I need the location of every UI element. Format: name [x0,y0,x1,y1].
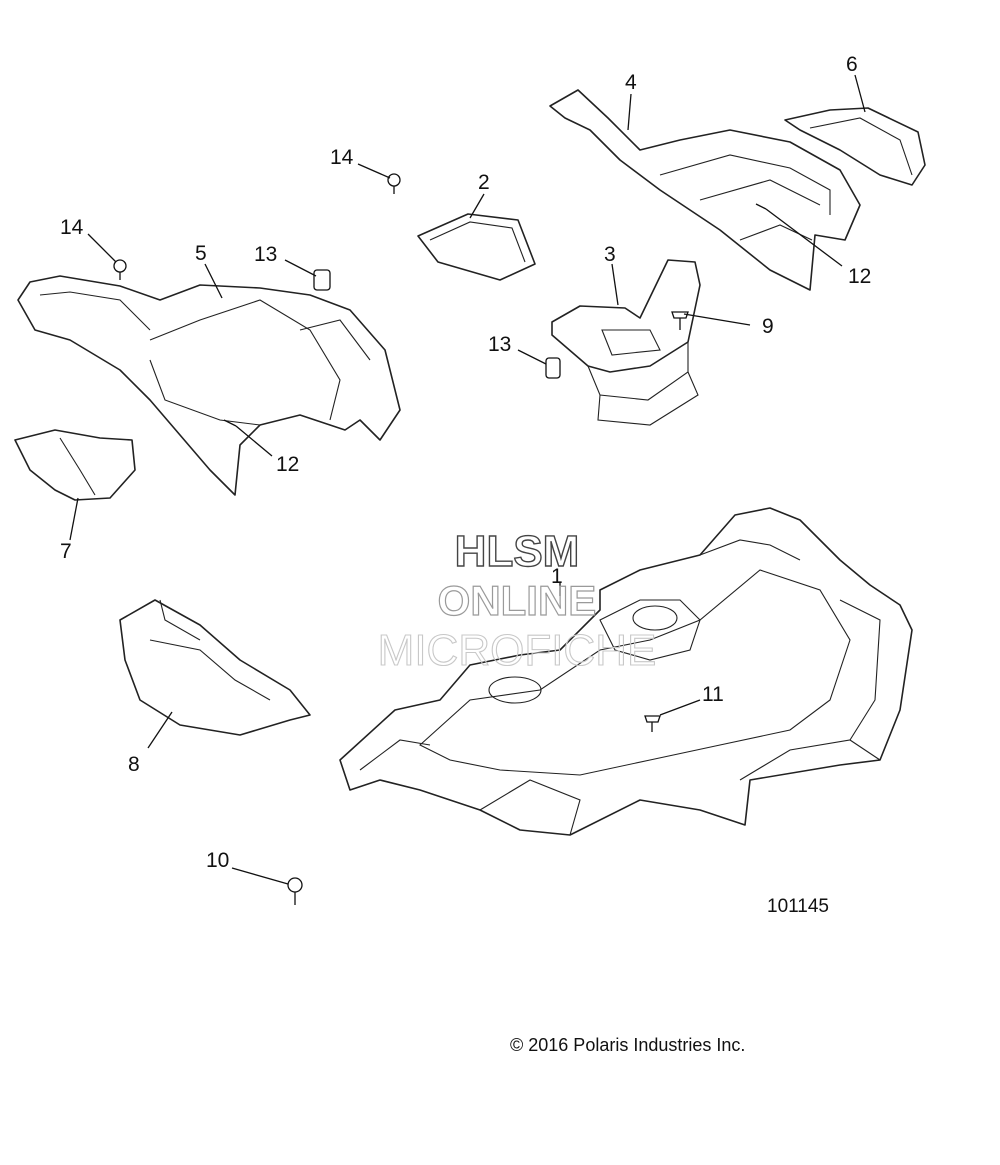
callout-14-left: 14 [60,216,84,239]
watermark-line-2: ONLINE [438,577,597,624]
fastener-12-front[interactable] [223,419,237,427]
watermark-line-3: MICROFICHE [378,626,657,675]
part-8-lower-panel[interactable] [119,599,311,736]
callout-13-left: 13 [254,243,277,266]
part-6-side-panel[interactable] [784,107,926,186]
callout-12-rear: 12 [848,265,871,288]
callout-4: 4 [625,71,637,94]
part-5-front-cover[interactable] [17,275,401,496]
part-2-panel[interactable] [417,213,536,281]
part-7-side-panel[interactable] [14,429,136,501]
callout-10: 10 [206,849,229,872]
clip-13-left[interactable] [313,269,331,291]
callout-6: 6 [846,53,858,76]
callout-labels: 1 2 3 4 5 6 7 8 9 10 11 12 12 13 13 14 1… [60,53,871,872]
fastener-12-rear[interactable] [755,203,767,210]
watermark: HLSM ONLINE MICROFICHE [377,526,657,675]
callout-7: 7 [60,540,72,563]
callout-8: 8 [128,753,140,776]
push-rivet-14-center[interactable] [387,173,401,194]
callout-3: 3 [604,243,616,266]
part-4-rear-cover[interactable] [549,89,861,291]
callout-12-front: 12 [276,453,299,476]
callout-14-center: 14 [330,146,354,169]
callout-2: 2 [478,171,490,194]
part-1-fender-body[interactable] [339,507,913,836]
part-3-console[interactable] [551,259,701,426]
copyright-notice: © 2016 Polaris Industries Inc. [510,1035,746,1055]
callout-13-center: 13 [488,333,511,356]
callout-11: 11 [702,683,724,706]
watermark-line-1: HLSM [455,527,580,576]
diagram-id: 101145 [767,896,829,917]
fastener-9[interactable] [671,311,689,330]
fastener-10[interactable] [287,877,303,905]
callout-1: 1 [551,565,563,588]
push-rivet-14-left[interactable] [113,259,127,280]
fastener-11[interactable] [644,715,661,732]
clip-13-center[interactable] [545,357,561,379]
leader-lines [69,74,866,885]
callout-9: 9 [762,315,774,338]
callout-5: 5 [195,242,207,265]
